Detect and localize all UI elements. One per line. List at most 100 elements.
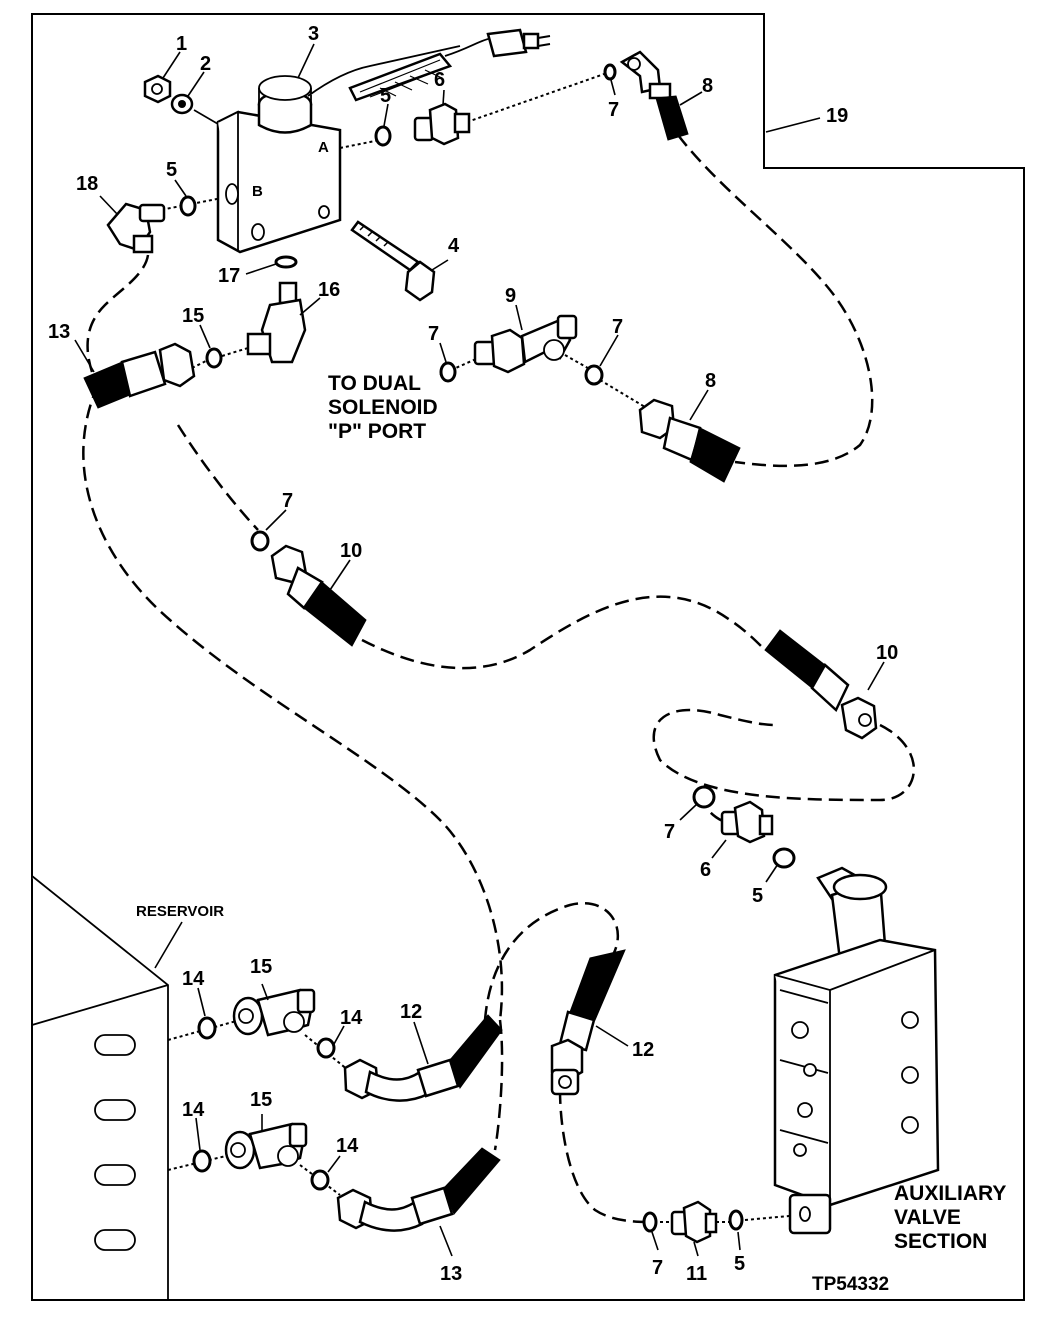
hose-13-upper [86,254,150,373]
callout-15c: 15 [250,1089,272,1111]
tee-9 [473,314,578,374]
callout-6a: 6 [434,69,445,91]
hose-10-link [176,424,259,531]
callout-16: 16 [318,279,340,301]
to-dual-line-3: "P" PORT [328,420,426,443]
oring-15 [205,347,223,369]
callout-7b: 7 [428,323,439,345]
oring-5-top [374,125,392,147]
reservoir [31,875,169,1300]
callout-15a: 15 [182,305,204,327]
callout-5c: 5 [752,885,763,907]
hose-13-long [82,384,504,1021]
callout-18: 18 [76,173,98,195]
callout-5a: 5 [380,85,391,107]
callout-14a: 14 [182,968,205,990]
elbow-8-upper [619,50,689,141]
callout-5b: 5 [166,159,177,181]
callout-1: 1 [176,33,187,55]
hose-13-lower [493,1019,504,1151]
callout-15b: 15 [250,956,272,978]
hose-end-10-upper [270,544,367,647]
oring-5-b [179,195,197,217]
to-dual-line-2: SOLENOID [328,396,438,419]
callout-12b: 12 [632,1039,654,1061]
bolt-4 [350,220,436,302]
callout-9: 9 [505,285,516,307]
callout-7d: 7 [282,490,293,512]
aux-line-1: AUXILIARY [894,1182,1006,1205]
oring-14-c [192,1149,212,1173]
fitting-6-lower [720,800,774,844]
seal-17 [274,255,298,269]
oring-14-d [310,1169,330,1191]
oring-7-tee-right [584,364,604,386]
callout-14d: 14 [336,1135,359,1157]
auxiliary-valve [773,866,940,1235]
hose-10-mid [361,595,766,670]
oring-7-hose10 [250,530,270,552]
oring-7-tee-left [439,361,457,383]
callout-7f: 7 [652,1257,663,1279]
port-a-label: A [318,139,329,156]
hose-10-loop [652,708,916,802]
oring-14-b [316,1037,336,1059]
callout-4: 4 [448,235,460,257]
oring-7-top [603,63,617,81]
oring-5-aux [728,1209,744,1231]
hose-12-right-lower [558,1089,649,1224]
callout-2: 2 [200,53,211,75]
washer-lead [193,109,219,125]
callout-13b: 13 [440,1263,462,1285]
callout-5d: 5 [734,1253,745,1275]
hose-end-10-lower [764,629,878,740]
axis-tee [439,354,651,411]
oring-14-a [197,1016,217,1040]
wire-harness [307,28,551,102]
callout-14b: 14 [340,1007,363,1029]
frame-border [31,13,1025,1301]
fitting-6-upper [413,102,471,146]
fitting-11 [670,1200,718,1244]
hose-end-12-left [343,1014,503,1102]
leader-lines [74,43,885,1257]
oring-7-lower [692,785,716,809]
callout-19: 19 [826,105,848,127]
tee-15-lower [224,1122,308,1170]
callout-7a: 7 [608,99,619,121]
callout-7c: 7 [612,316,623,338]
hose-end-12-right [550,949,626,1096]
reservoir-label: RESERVOIR [136,903,224,920]
tee-15-upper [232,988,316,1037]
washer-2 [170,93,194,115]
elbow-18 [106,202,166,254]
to-dual-line-1: TO DUAL [328,372,421,395]
hose-end-13-upper [83,342,196,409]
hose-12-loop [483,902,620,1021]
callout-11: 11 [686,1263,707,1285]
callout-12a: 12 [400,1001,422,1023]
elbow-16 [246,281,307,364]
callout-8a: 8 [702,75,713,97]
callout-8b: 8 [705,370,716,392]
callout-10a: 10 [340,540,362,562]
aux-line-3: SECTION [894,1230,987,1253]
hose-8-upper [677,134,874,468]
oring-5-lower [772,847,796,869]
callout-3: 3 [308,23,319,45]
figure-id: TP54332 [812,1274,889,1295]
callout-14c: 14 [182,1099,205,1121]
aux-line-2: VALVE [894,1206,961,1229]
callout-13a: 13 [48,321,70,343]
callout-10b: 10 [876,642,898,664]
hose-end-8-lower [638,398,741,483]
port-b-label: B [252,183,263,200]
callout-17: 17 [218,265,240,287]
nut-1 [143,74,172,104]
solenoid-valve: A B [216,75,342,254]
callout-7e: 7 [664,821,675,843]
oring-7-aux [642,1211,658,1233]
hose-end-13-lower [336,1147,501,1232]
callout-6b: 6 [700,859,711,881]
